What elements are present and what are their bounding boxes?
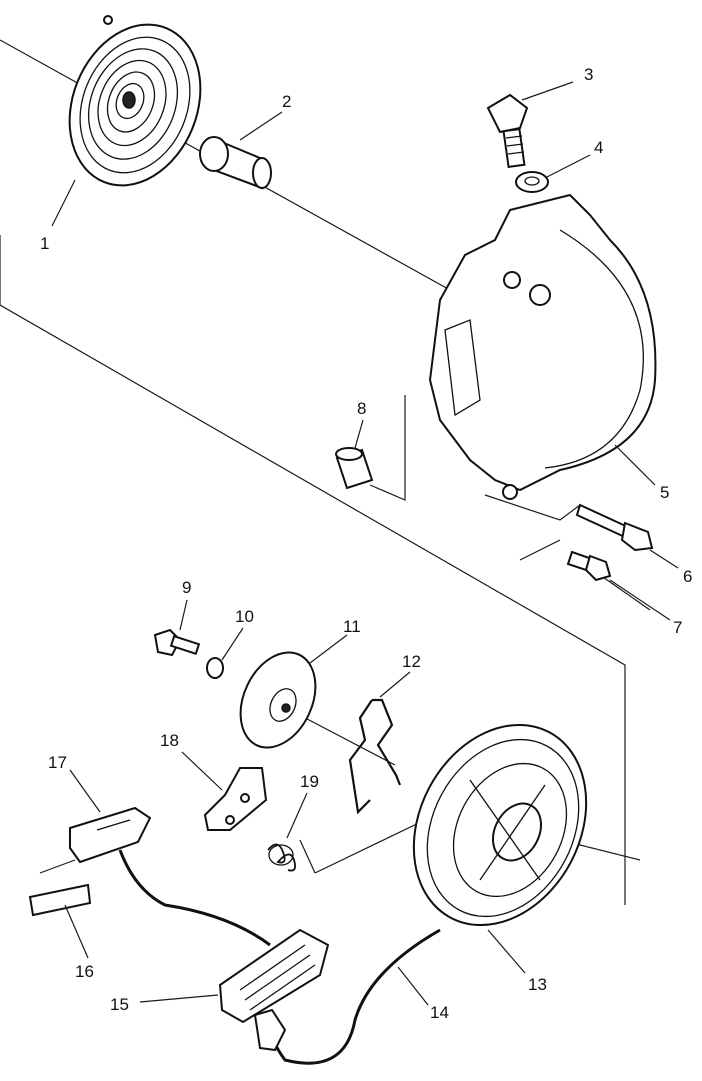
callout-17: 17 bbox=[48, 753, 67, 772]
callout-2: 2 bbox=[282, 92, 291, 111]
callout-14: 14 bbox=[430, 1003, 449, 1022]
callout-15: 15 bbox=[110, 995, 129, 1014]
rope-pulley-part bbox=[412, 723, 588, 927]
leader-lines bbox=[51, 81, 679, 1006]
recoil-spring-part bbox=[68, 15, 202, 187]
tape-part bbox=[28, 883, 92, 917]
callout-12: 12 bbox=[402, 652, 421, 671]
flange-bolt-part bbox=[486, 93, 529, 169]
pawl-part bbox=[203, 767, 268, 831]
washer-part bbox=[515, 171, 549, 193]
short-screw-part bbox=[566, 550, 612, 582]
callout-3: 3 bbox=[584, 65, 593, 84]
callout-8: 8 bbox=[357, 399, 366, 418]
spring-clip-part bbox=[348, 698, 402, 815]
collar-part bbox=[335, 447, 374, 490]
callout-13: 13 bbox=[528, 975, 547, 994]
callout-19: 19 bbox=[300, 772, 319, 791]
friction-plate-part bbox=[239, 651, 317, 749]
long-screw-part bbox=[575, 503, 654, 552]
guide-cable bbox=[118, 849, 271, 947]
callout-5: 5 bbox=[660, 483, 669, 502]
callout-18: 18 bbox=[160, 731, 179, 750]
starter-handle-part bbox=[218, 928, 330, 1052]
callout-labels: 1 2 3 4 5 6 7 8 9 10 11 12 13 14 15 16 1… bbox=[40, 65, 692, 1022]
rope-guide-part bbox=[69, 806, 152, 864]
callout-11: 11 bbox=[343, 617, 361, 636]
callout-4: 4 bbox=[594, 138, 603, 157]
ratchet-bolt-part bbox=[153, 628, 201, 657]
callout-7: 7 bbox=[673, 618, 682, 637]
starter-housing-part bbox=[428, 193, 657, 500]
callout-6: 6 bbox=[683, 567, 692, 586]
pawl-spring-part bbox=[267, 843, 297, 872]
lock-washer-part bbox=[206, 657, 224, 679]
callout-16: 16 bbox=[75, 962, 94, 981]
callout-1: 1 bbox=[40, 234, 49, 253]
callout-10: 10 bbox=[235, 607, 254, 626]
callout-9: 9 bbox=[182, 578, 191, 597]
bushing-part bbox=[199, 136, 272, 190]
